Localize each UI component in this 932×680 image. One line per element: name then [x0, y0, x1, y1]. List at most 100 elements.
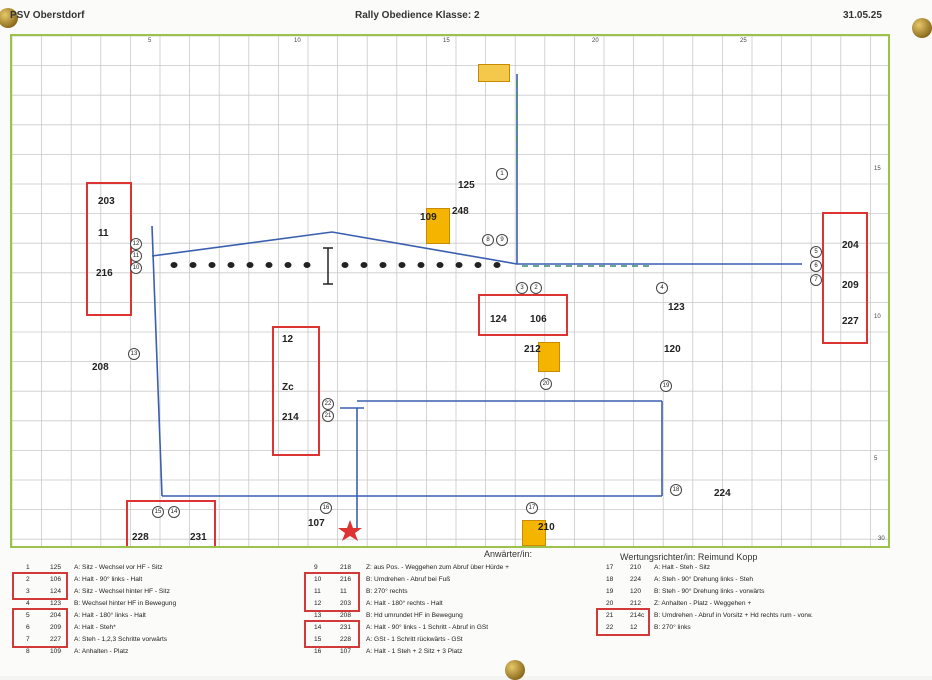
station-code: 212 [524, 344, 541, 355]
path-line [151, 225, 163, 497]
station-number: 7 [810, 274, 822, 286]
paw-print-icon [398, 262, 406, 268]
judge-label: Wertungsrichter/in: Reimund Kopp [620, 552, 758, 562]
station-code: 209 [842, 280, 859, 291]
axis-label: 20 [592, 38, 599, 44]
paw-print-icon [474, 262, 482, 268]
axis-label: 30 [878, 536, 885, 542]
station-code: 125 [458, 180, 475, 191]
station-number: 12 [130, 238, 142, 250]
paw-print-icon [170, 262, 178, 268]
path-line [151, 231, 518, 265]
station-number: 4 [656, 282, 668, 294]
station-code: 248 [452, 206, 469, 217]
station-code: 109 [420, 212, 437, 223]
path-line [516, 74, 802, 265]
station-number: 21 [322, 410, 334, 422]
station-code: 203 [98, 196, 115, 207]
station-group-box [272, 326, 320, 456]
station-number: 8 [482, 234, 494, 246]
station-code: 124 [490, 314, 507, 325]
finish-star [338, 520, 362, 541]
axis-label: 25 [740, 38, 747, 44]
station-code: 216 [96, 268, 113, 279]
station-number: 15 [152, 506, 164, 518]
station-number: 14 [168, 506, 180, 518]
sign-icon [538, 342, 560, 372]
paw-print-icon [246, 262, 254, 268]
station-number: 6 [810, 260, 822, 272]
pin-icon [912, 18, 932, 38]
station-number: 5 [810, 246, 822, 258]
station-code: 208 [92, 362, 109, 373]
highlight-box [304, 620, 360, 648]
station-code: 214 [282, 412, 299, 423]
station-number: 3 [516, 282, 528, 294]
station-number: 1 [496, 168, 508, 180]
station-number: 13 [128, 348, 140, 360]
station-code: 12 [282, 334, 294, 345]
station-code: 227 [842, 316, 859, 327]
axis-label: 5 [874, 456, 878, 462]
paw-print-icon [436, 262, 444, 268]
axis-label: 15 [874, 166, 881, 172]
sign-icon [426, 208, 450, 244]
paw-print-icon [360, 262, 368, 268]
station-group-box [86, 182, 132, 316]
station-code: Zc [282, 382, 294, 393]
date: 31.05.25 [843, 10, 882, 21]
pin-icon [0, 8, 18, 28]
station-number: 18 [670, 484, 682, 496]
station-code: 231 [190, 532, 207, 543]
paw-print-icon [208, 262, 216, 268]
applicant-label: Anwärter/in: [484, 549, 533, 559]
paw-print-icon [493, 262, 501, 268]
station-number: 10 [130, 262, 142, 274]
axis-label: 10 [294, 38, 301, 44]
course-map: 5 10 15 20 25 15 10 5 30 203 11 216 204 … [10, 34, 890, 548]
pin-icon [505, 660, 525, 680]
highlight-box [12, 572, 68, 600]
paw-print-icon [227, 262, 235, 268]
station-group-box [478, 294, 568, 336]
station-code: 210 [538, 522, 555, 533]
sign-icon [522, 520, 546, 546]
paw-print-icon [417, 262, 425, 268]
station-number: 9 [496, 234, 508, 246]
station-code: 224 [714, 488, 731, 499]
club-name: PSV Oberstdorf [10, 10, 85, 21]
paw-print-icon [379, 262, 387, 268]
station-number: 22 [322, 398, 334, 410]
paw-print-icon [455, 262, 463, 268]
station-code: 11 [98, 228, 109, 239]
station-number: 19 [660, 380, 672, 392]
page-title: Rally Obedience Klasse: 2 [355, 10, 480, 21]
axis-label: 5 [148, 38, 152, 44]
station-number: 11 [130, 250, 142, 262]
paw-print-icon [284, 262, 292, 268]
highlight-box [12, 608, 68, 648]
highlight-box [304, 572, 360, 612]
station-code: 228 [132, 532, 149, 543]
paw-print-icon [341, 262, 349, 268]
station-number: 2 [530, 282, 542, 294]
axis-label: 10 [874, 314, 881, 320]
station-code: 106 [530, 314, 547, 325]
station-group-box [126, 500, 216, 546]
highlight-box [596, 608, 650, 636]
course-grid [12, 36, 888, 546]
station-group-box [822, 212, 868, 344]
station-code: 120 [664, 344, 681, 355]
start-sign [478, 64, 510, 82]
station-code: 204 [842, 240, 859, 251]
station-number: 17 [526, 502, 538, 514]
axis-label: 15 [443, 38, 450, 44]
paw-print-icon [303, 262, 311, 268]
station-code: 123 [668, 302, 685, 313]
station-number: 16 [320, 502, 332, 514]
paw-print-icon [189, 262, 197, 268]
paw-print-icon [265, 262, 273, 268]
station-number: 20 [540, 378, 552, 390]
station-code: 107 [308, 518, 325, 529]
